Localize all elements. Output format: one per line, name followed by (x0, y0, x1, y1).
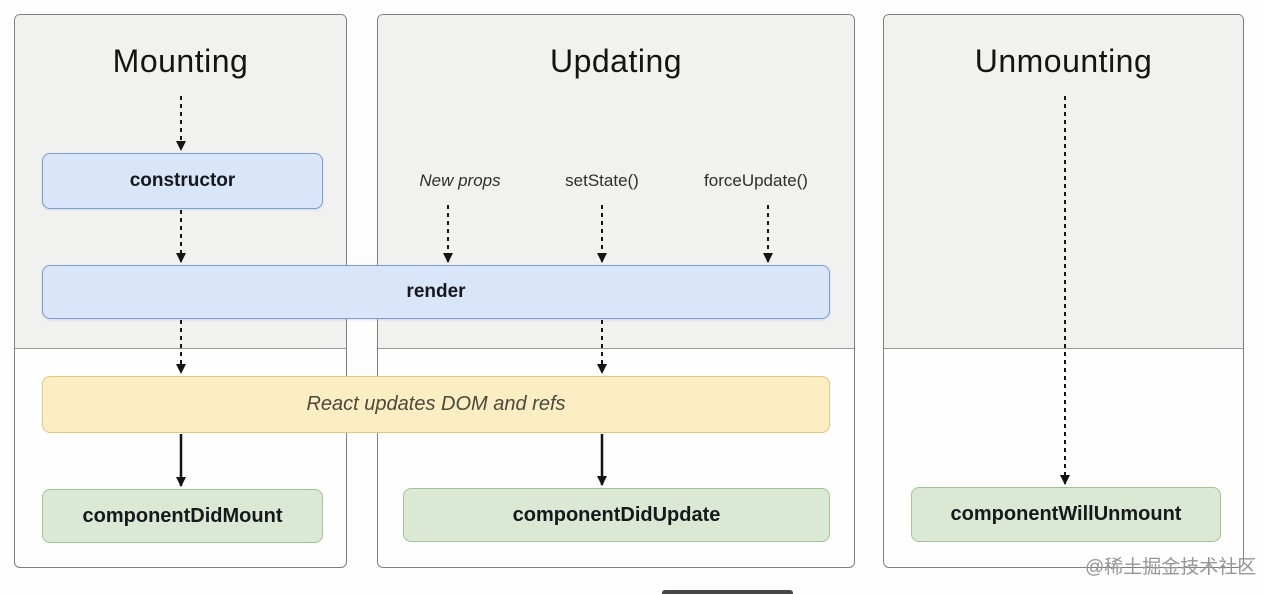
node-render: render (42, 265, 830, 319)
label-new-props: New props (419, 171, 501, 190)
node-react-updates-dom: React updates DOM and refs (42, 376, 830, 433)
node-component-did-mount: componentDidMount (42, 489, 323, 543)
juejin-watermark: @稀土掘金技术社区 (1085, 557, 1257, 578)
panel-unmounting-title: Unmounting (974, 43, 1153, 79)
panel-mounting-title: Mounting (112, 43, 249, 79)
node-constructor: constructor (42, 153, 323, 209)
panel-unmounting: Unmounting (883, 14, 1244, 568)
panel-unmounting-header-zone (884, 15, 1243, 349)
panel-updating-title: Updating (549, 43, 683, 79)
node-component-will-unmount: componentWillUnmount (911, 487, 1221, 542)
label-forceupdate: forceUpdate() (704, 171, 808, 190)
node-component-did-update: componentDidUpdate (403, 488, 830, 542)
cropped-scrubber-bar (662, 590, 793, 594)
label-setstate: setState() (565, 171, 639, 190)
